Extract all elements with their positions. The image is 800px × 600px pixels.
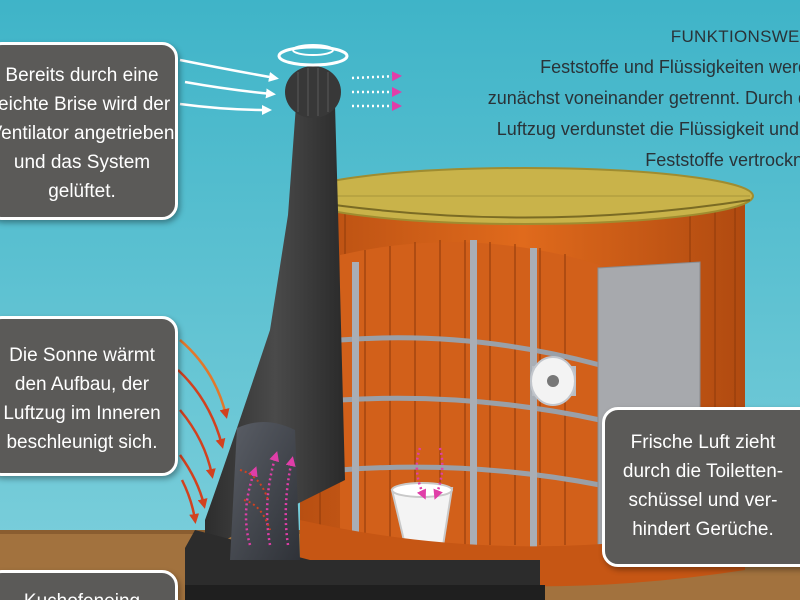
callout-sun: Die Sonne wärmt den Aufbau, der Luftzug … <box>0 316 178 476</box>
fan-cap-icon <box>285 66 341 118</box>
info-title: FUNKTIONSWEISE <box>670 27 800 46</box>
info-line: Feststoffe vertrocknen. <box>645 150 800 170</box>
rotation-ring-inner <box>292 44 334 56</box>
solar-chimney <box>185 44 545 600</box>
callout-line: Ventilator angetrieben <box>0 123 175 144</box>
stove-base-shadow <box>185 585 545 600</box>
callout-line: durch die Toiletten- <box>622 461 784 482</box>
function-description: FUNKTIONSWEISE Feststoffe und Flüssigkei… <box>408 22 800 176</box>
chimney-window <box>230 421 300 560</box>
callout-line: Die Sonne wärmt <box>9 345 155 366</box>
toilet-paper-icon <box>530 356 576 406</box>
callout-line: schüssel und ver- <box>628 490 778 511</box>
callout-fresh-air: Frische Luft zieht durch die Toiletten- … <box>602 407 800 567</box>
callout-bottom: Kuchofeneing <box>0 570 178 600</box>
callout-line: Luftzug im Inneren <box>3 403 161 424</box>
info-line: zunächst voneinander getrennt. Durch den <box>487 88 800 108</box>
stove-base <box>185 530 540 600</box>
info-line: Luftzug verdunstet die Flüssigkeit und d… <box>496 119 800 139</box>
callout-line: beschleunigt sich. <box>6 432 158 453</box>
callout-line: den Aufbau, der <box>14 374 150 395</box>
fan-cap-ribs <box>297 68 329 116</box>
airflow-rising <box>244 451 296 546</box>
metal-posts <box>352 240 537 562</box>
callout-line: Frische Luft zieht <box>630 432 776 453</box>
info-line: Feststoffe und Flüssigkeiten werden <box>540 57 800 77</box>
roof-lip <box>299 199 751 219</box>
callout-line: Kuchofeneing <box>0 587 175 600</box>
wind-arrows <box>179 58 279 115</box>
callout-breeze: Bereits durch eine leichte Brise wird de… <box>0 42 178 220</box>
callout-line: leichte Brise wird der <box>0 94 171 115</box>
info-body: Feststoffe und Flüssigkeiten werden zunä… <box>408 52 800 176</box>
sun-heat-arrows <box>177 339 230 524</box>
callout-line: hindert Gerüche. <box>632 519 774 540</box>
callout-line: Bereits durch eine <box>5 65 159 86</box>
rotation-ring-icon <box>277 45 349 67</box>
callout-line: gelüftet. <box>48 181 116 202</box>
callout-line: und das System <box>13 152 151 173</box>
